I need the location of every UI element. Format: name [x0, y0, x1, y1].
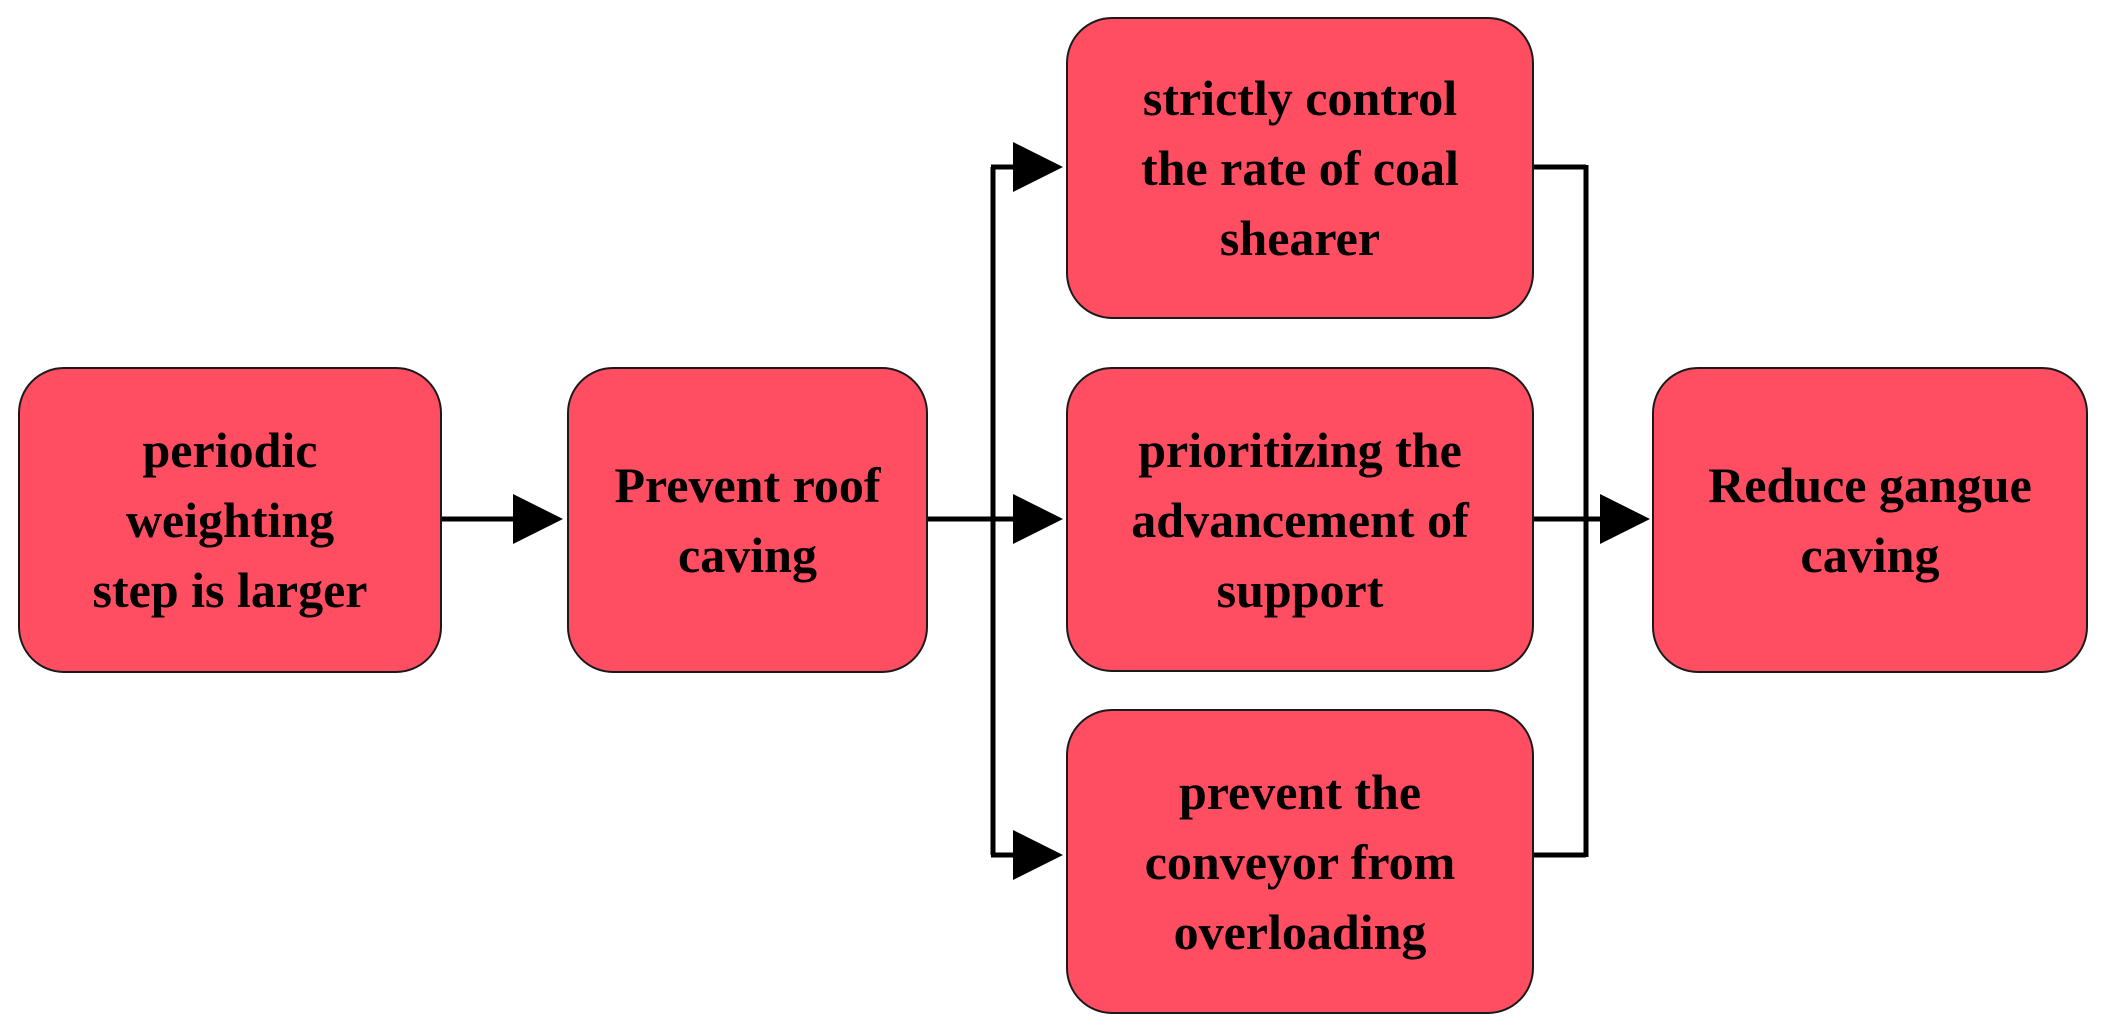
node-prioritize-support-label: prioritizing the advancement of support — [1131, 421, 1469, 618]
node-periodic-weighting: periodic weighting step is larger — [18, 367, 442, 673]
node-periodic-weighting-label: periodic weighting step is larger — [92, 422, 368, 618]
node-reduce-gangue-caving: Reduce gangue caving — [1652, 367, 2088, 673]
node-prevent-conveyor-overload: prevent the conveyor from overloading — [1066, 709, 1534, 1014]
node-prioritize-support: prioritizing the advancement of support — [1066, 367, 1534, 672]
node-prevent-roof-caving-label: Prevent roof caving — [614, 457, 881, 583]
node-control-shearer-rate: strictly control the rate of coal sheare… — [1066, 17, 1534, 319]
node-control-shearer-rate-label: strictly control the rate of coal sheare… — [1141, 70, 1459, 266]
node-prevent-conveyor-overload-label: prevent the conveyor from overloading — [1144, 763, 1456, 960]
node-reduce-gangue-caving-label: Reduce gangue caving — [1708, 457, 2032, 583]
node-prevent-roof-caving: Prevent roof caving — [567, 367, 928, 673]
